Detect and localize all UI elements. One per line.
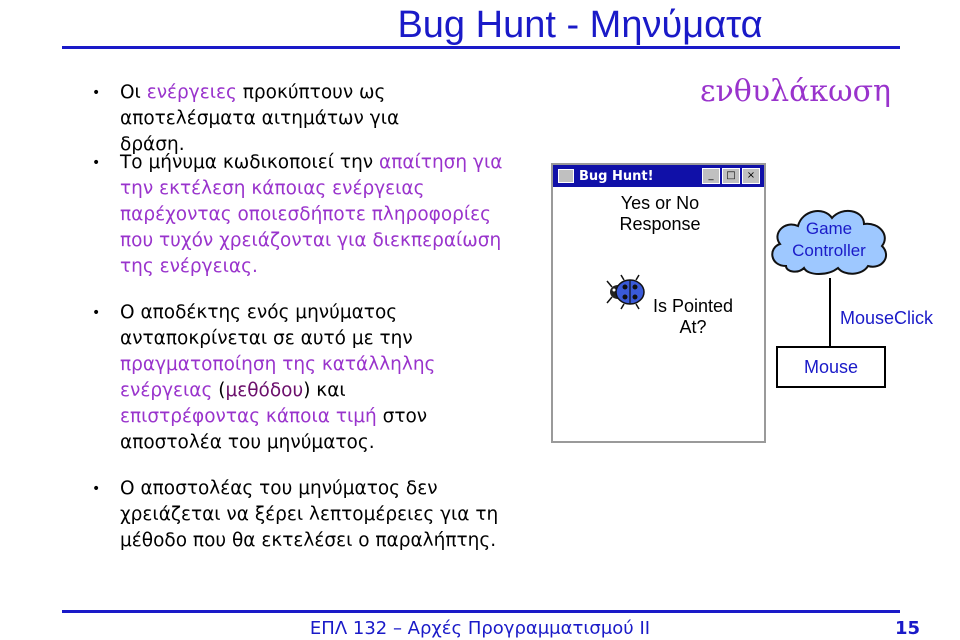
bullet-text-part: ( [212,380,226,401]
window-controls: _ □ × [702,168,760,184]
yes-no-line2: Response [619,214,701,234]
bullet-dot: • [92,305,101,321]
cloud-icon [771,209,887,275]
yes-no-response-label: Yes or No Response [600,193,720,235]
highlight-text: απαίτηση για την εκτέλεση κάποιας ενέργε… [120,152,503,277]
window-titlebar: Bug Hunt! _ □ × [553,165,764,187]
footer-course: ΕΠΛ 132 – Αρχές Προγραμματισμού ΙΙ [309,618,651,639]
is-pointed-at-label: Is Pointed At? [628,296,758,338]
page-number: 15 [895,618,921,639]
slide-title: Bug Hunt - Μηνύματα [397,4,763,46]
bullet-text-part: Ο αποστολέας του μηνύματος δεν χρειάζετα… [120,478,499,551]
highlight-text: ενέργειες [146,82,237,103]
bullet-4: • Ο αποστολέας του μηνύματος δεν χρειάζε… [92,476,520,554]
title-divider [62,46,900,49]
bullet-1: • Οι ενέργειες προκύπτουν ως αποτελέσματ… [92,80,460,158]
method-text: μεθόδου [225,380,304,401]
bullet-text-part: Ο αποδέκτης ενός μηνύματος ανταποκρίνετα… [120,302,413,349]
highlight-text: πραγματοποίηση της κατάλληλης ενέργειας [120,354,436,401]
bullet-dot: • [92,155,101,171]
minimize-button[interactable]: _ [702,168,720,184]
bullet-text: Το μήνυμα κωδικοποιεί την απαίτηση για τ… [120,152,502,277]
bullet-2: • Το μήνυμα κωδικοποιεί την απαίτηση για… [92,150,530,280]
yes-no-line1: Yes or No [620,193,700,213]
app-icon [558,169,574,183]
mouseclick-label: MouseClick [840,308,934,328]
bullet-text-part: στον αποστολέα του μηνύματος. [120,406,428,453]
close-button[interactable]: × [742,168,760,184]
highlight-text: επιστρέφοντας κάποια τιμή [120,406,377,427]
cloud-line1: Game [805,219,853,238]
window-title: Bug Hunt! [579,168,654,184]
is-pointed-line1: Is Pointed [652,296,734,316]
bug-hunt-window: Bug Hunt! _ □ × [551,163,766,443]
bullet-text-part: Το μήνυμα κωδικοποιεί την [120,152,380,173]
bullet-dot: • [92,481,101,497]
bullet-text-part: προκύπτουν ως αποτελέσματα αιτημάτων για… [120,82,400,155]
ladybug-icon [604,272,648,312]
bullet-3: • Ο αποδέκτης ενός μηνύματος ανταποκρίνε… [92,300,480,456]
bullet-text: Οι ενέργειες προκύπτουν ως αποτελέσματα … [120,82,399,155]
mouse-box: Mouse [776,346,886,388]
bullet-text-part: Οι [120,82,147,103]
game-controller-label: Game Controller [764,218,894,262]
bullet-text: Ο αποστολέας του μηνύματος δεν χρειάζετα… [120,478,498,551]
is-pointed-line2: At? [679,317,707,337]
maximize-button[interactable]: □ [722,168,740,184]
footer-divider [62,610,900,613]
bullet-dot: • [92,85,101,101]
connector-line [829,278,831,346]
encapsulation-label: ενθυλάκωση [700,74,892,109]
bullet-text-part: ) και [303,380,346,401]
cloud-line2: Controller [792,241,866,260]
bullet-text: Ο αποδέκτης ενός μηνύματος ανταποκρίνετα… [120,302,435,453]
